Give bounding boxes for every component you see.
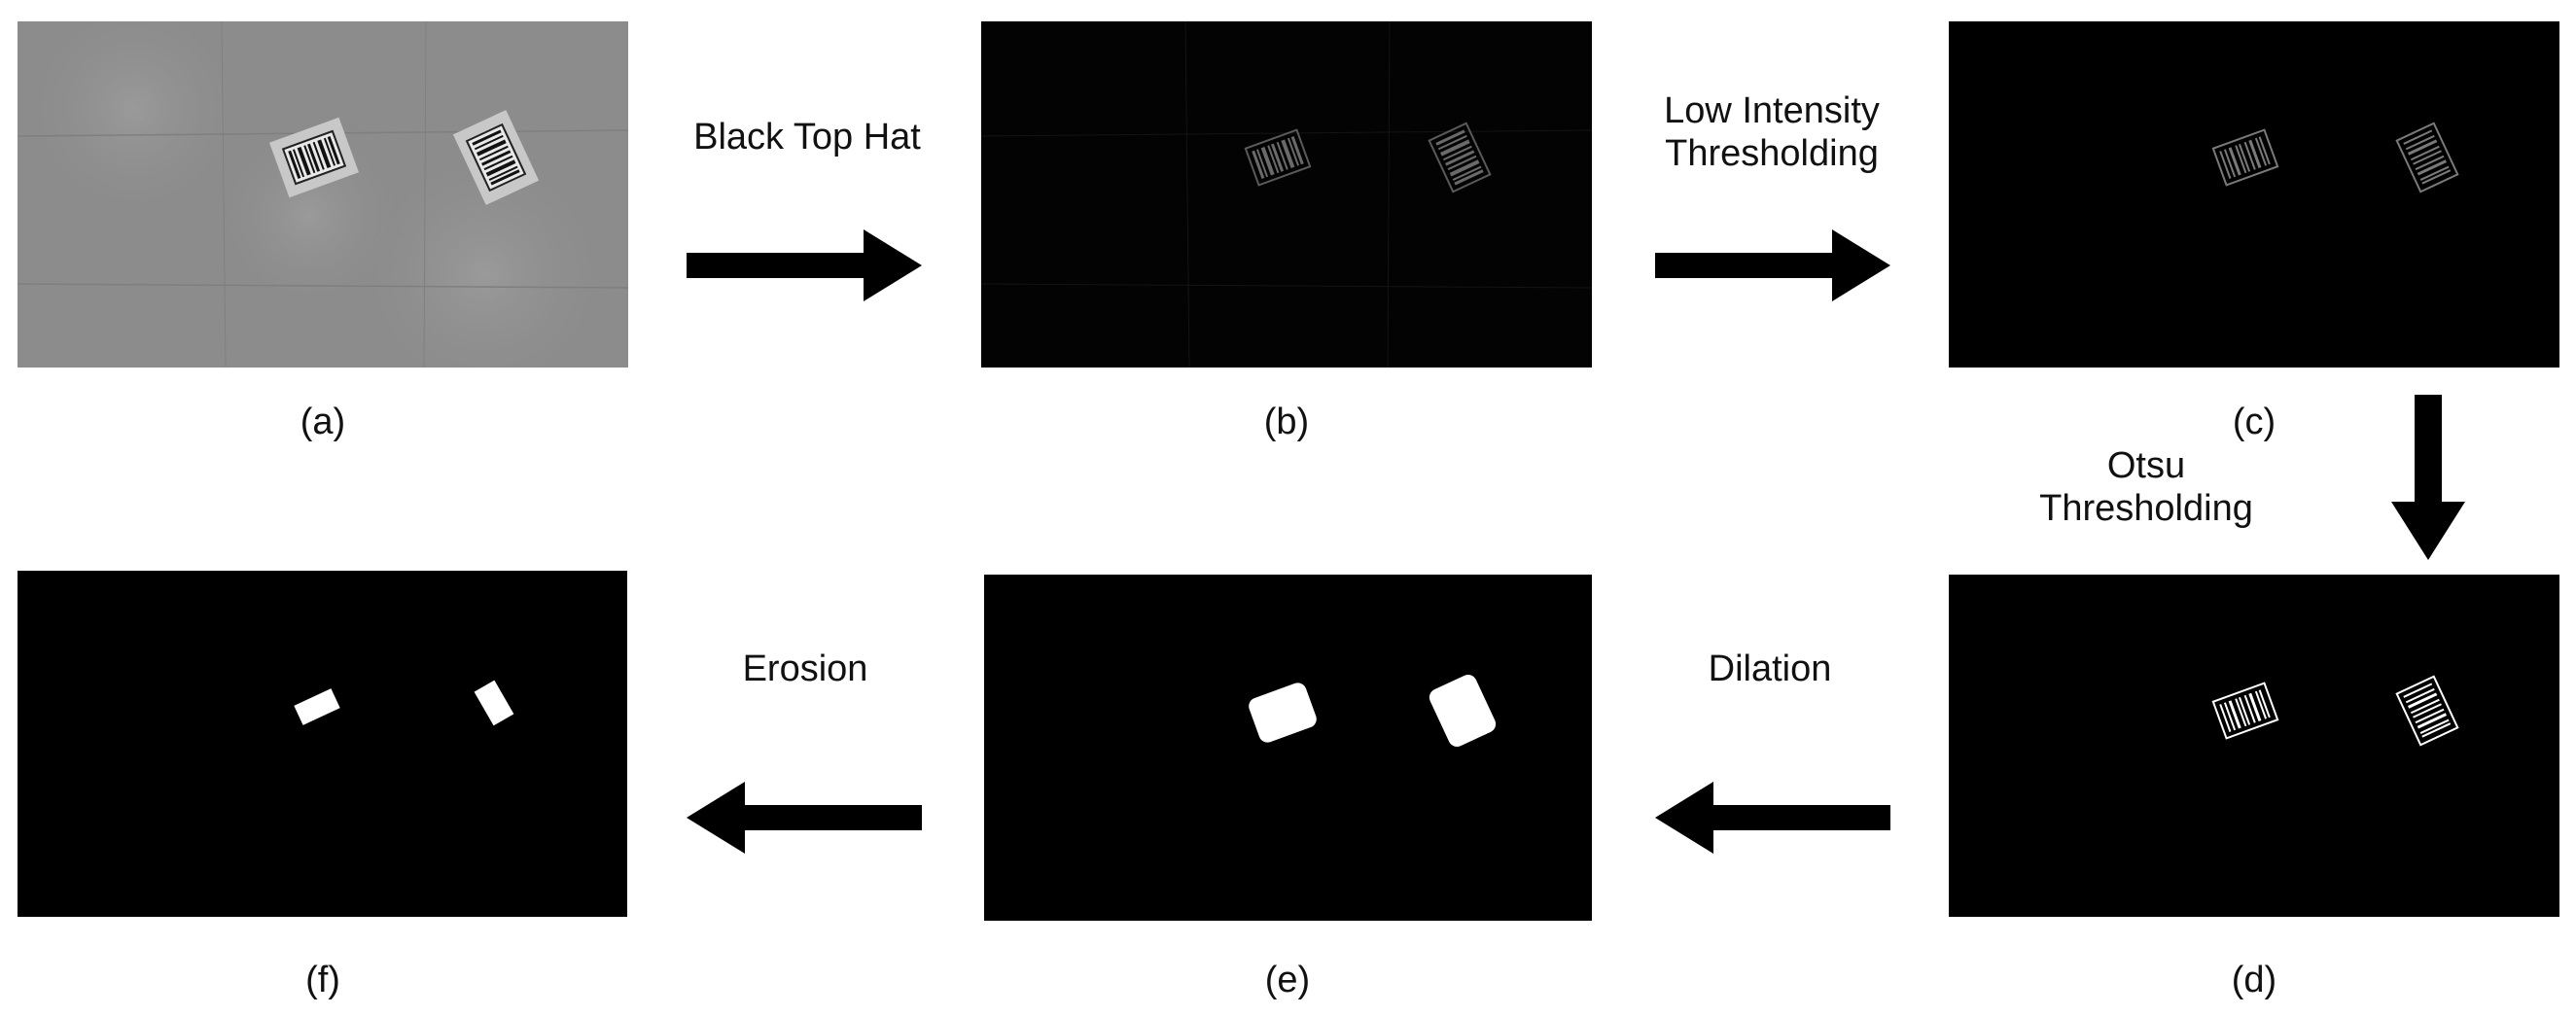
right-arrow-icon [687, 229, 922, 301]
panel-f-erosion [18, 571, 627, 917]
arrow-b-to-c [1655, 229, 1890, 301]
dilation-graphic [984, 575, 1592, 921]
caption-a: (a) [300, 402, 346, 442]
caption-c: (c) [2232, 402, 2276, 442]
label-low-intensity-line1: Low Intensity [1664, 90, 1880, 131]
arrow-e-to-f [687, 782, 922, 854]
caption-f: (f) [305, 960, 340, 1000]
panel-a-original-image [18, 21, 628, 368]
label-erosion: Erosion [742, 648, 868, 689]
panel-d-otsu-thresholding [1949, 575, 2559, 917]
label-otsu-line1: Otsu [2106, 445, 2186, 486]
right-arrow-icon [1655, 229, 1890, 301]
panel-c-low-intensity-thresholding [1949, 21, 2559, 368]
label-otsu-thresholding: Otsu Thresholding [2015, 444, 2277, 530]
label-black-top-hat: Black Top Hat [693, 117, 921, 158]
caption-d: (d) [2231, 960, 2277, 1000]
caption-b: (b) [1263, 402, 1310, 442]
otsu-graphic [1949, 575, 2559, 917]
panel-b-black-top-hat [981, 21, 1592, 368]
low-intensity-graphic [1949, 21, 2559, 368]
arrow-a-to-b [687, 229, 922, 301]
original-image-graphic [18, 21, 628, 368]
label-low-intensity-thresholding: Low Intensity Thresholding [1626, 89, 1918, 175]
label-low-intensity-line2: Thresholding [1665, 133, 1879, 174]
arrow-d-to-e [1655, 782, 1890, 854]
down-arrow-icon [2391, 395, 2465, 560]
left-arrow-icon [1655, 782, 1890, 854]
label-dilation: Dilation [1708, 648, 1832, 689]
erosion-graphic [18, 571, 627, 917]
black-top-hat-graphic [981, 21, 1592, 368]
left-arrow-icon [687, 782, 922, 854]
panel-e-dilation [984, 575, 1592, 921]
arrow-c-to-d [2391, 395, 2465, 560]
caption-e: (e) [1264, 960, 1311, 1000]
label-otsu-line2: Thresholding [2039, 488, 2253, 529]
